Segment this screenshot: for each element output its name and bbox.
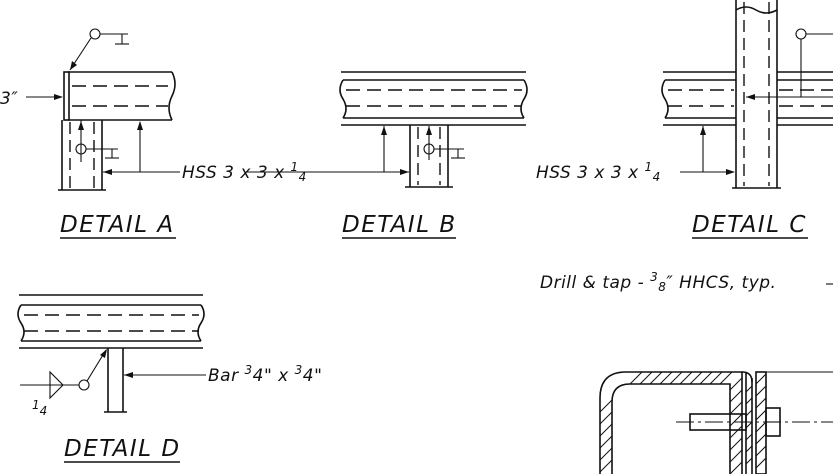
bar-callout-d: Bar 34" x 34" — [208, 363, 322, 386]
detail-c-drawing — [661, 0, 833, 189]
detail-a-drawing — [26, 28, 180, 191]
drill-tap-note: Drill & tap - 38″ HHCS, typ. — [540, 270, 776, 294]
detail-b-title: DETAIL B — [342, 212, 457, 238]
hss-callout-a: HSS 3 x 3 x 14 — [182, 160, 307, 184]
bracket-section-drawing — [599, 371, 833, 474]
detail-a-title: DETAIL A — [60, 212, 175, 238]
detail-d-title: DETAIL D — [64, 436, 181, 462]
detail-b-drawing — [246, 71, 528, 188]
detail-c-title: DETAIL C — [692, 212, 807, 238]
detail-a-dimension: 3″ — [0, 89, 18, 109]
detail-d-drawing — [17, 294, 206, 413]
weld-size-d: 14 — [32, 398, 47, 418]
hss-callout-c: HSS 3 x 3 x 14 — [536, 160, 661, 184]
